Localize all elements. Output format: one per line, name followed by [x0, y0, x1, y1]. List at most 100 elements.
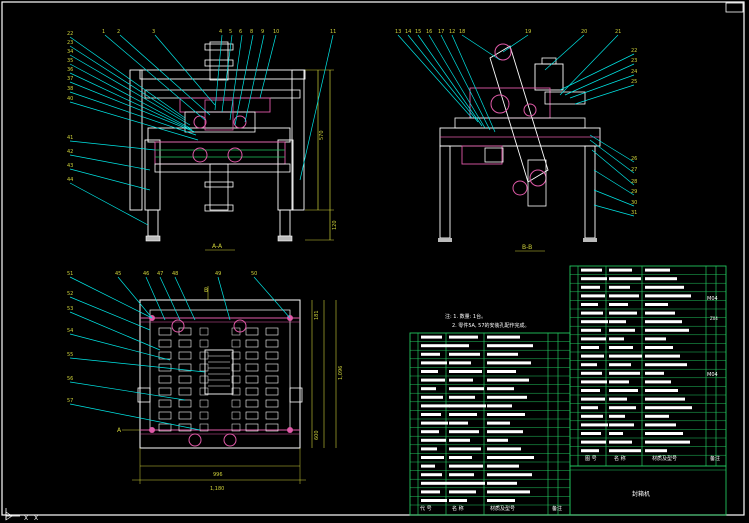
- title-cell: [609, 294, 639, 298]
- front-callout-1: 1: [102, 29, 105, 35]
- title-cell: [581, 268, 602, 272]
- front-callout-left-40: 40: [67, 96, 73, 102]
- parts-cell: [421, 344, 449, 348]
- parts-cell: [449, 430, 479, 434]
- title-cell: [645, 380, 671, 384]
- front-callout-left-42: 42: [67, 149, 73, 155]
- roller-small: [231, 423, 241, 432]
- roller-small: [231, 363, 241, 372]
- title-cell: [645, 397, 685, 401]
- roller-small: [199, 363, 209, 372]
- plan-callout-50: 50: [251, 271, 257, 277]
- roller: [265, 411, 279, 420]
- title-header-note: 备注: [710, 455, 720, 462]
- front-callout-8: 8: [250, 29, 253, 35]
- roller: [178, 411, 192, 420]
- roller: [158, 399, 172, 408]
- title-cell: [609, 328, 635, 332]
- parts-cell: [449, 395, 475, 399]
- title-cell: [645, 389, 678, 392]
- title-cell: [609, 346, 633, 349]
- title-cell: [645, 320, 682, 324]
- parts-cell: [421, 447, 437, 451]
- plan-callout-left-52: 52: [67, 291, 73, 297]
- roller-small: [199, 399, 209, 408]
- title-cell: [645, 268, 670, 272]
- roller: [245, 351, 259, 360]
- parts-cell: [487, 395, 527, 399]
- roller: [158, 339, 172, 348]
- plan-callout-left-53: 53: [67, 306, 73, 312]
- roller-small: [199, 339, 209, 348]
- side-callout-right-30: 30: [631, 200, 637, 206]
- parts-header-note: 备注: [552, 505, 562, 512]
- roller: [158, 423, 172, 432]
- title-cell: [581, 397, 605, 401]
- parts-cell: [449, 352, 480, 356]
- front-view: 570 120 A-A: [129, 41, 338, 251]
- roller: [265, 363, 279, 372]
- title-cell: [609, 354, 642, 358]
- parts-cell: [421, 395, 443, 399]
- title-cell: [581, 371, 602, 375]
- plan-view: 996 1,180 181 1,096 600 A B: [117, 286, 344, 492]
- parts-cell: [487, 438, 508, 442]
- front-callout-5: 5: [229, 29, 232, 35]
- roller: [158, 411, 172, 420]
- front-callout-left-41: 41: [67, 135, 73, 141]
- parts-cell: [449, 413, 477, 416]
- corner-box: [725, 2, 744, 13]
- roller-small: [231, 375, 241, 384]
- parts-cell: [487, 499, 515, 502]
- title-cell: [609, 268, 632, 272]
- sheet-border: [1, 1, 745, 516]
- parts-cell: [421, 361, 447, 365]
- parts-cell: [421, 352, 440, 356]
- parts-cell: [449, 370, 482, 373]
- roller: [245, 423, 259, 432]
- parts-cell: [487, 352, 518, 356]
- parts-cell: [487, 421, 510, 425]
- parts-cell: [487, 335, 520, 339]
- front-view-caption: A-A: [212, 243, 223, 250]
- side-callout-right-26: 26: [631, 156, 637, 162]
- roller: [178, 363, 192, 372]
- note-line-1: 注: 1. 数量: 1台。: [445, 313, 486, 320]
- parts-cell: [487, 361, 531, 365]
- code-1: M04: [707, 296, 718, 302]
- roller: [265, 351, 279, 360]
- side-callout-right-29: 29: [631, 189, 637, 195]
- machine-name: 封箱机: [632, 490, 650, 498]
- title-header-material: 材质及型号: [652, 455, 677, 462]
- title-cell: [581, 285, 600, 289]
- title-header-name: 名 称: [614, 455, 626, 462]
- plan-dim-181: 181: [314, 310, 320, 320]
- side-callout-20: 20: [581, 29, 587, 35]
- roller-small: [199, 387, 209, 396]
- roller: [245, 339, 259, 348]
- front-callout-left-43: 43: [67, 163, 73, 169]
- side-callout-19: 19: [525, 29, 531, 35]
- title-cell: [609, 303, 628, 306]
- parts-cell: [487, 473, 532, 477]
- parts-cell: [449, 387, 484, 391]
- parts-cell: [449, 447, 481, 451]
- parts-cell: [449, 335, 478, 339]
- side-callout-right-28: 28: [631, 179, 637, 185]
- plan-callout-45: 45: [115, 271, 121, 277]
- plan-callout-49: 49: [215, 271, 221, 277]
- side-view-caption: B-B: [522, 244, 532, 251]
- title-cell: [609, 320, 626, 324]
- code-3: M04: [707, 372, 718, 378]
- svg-text:X: X: [24, 515, 28, 522]
- front-callout-left-36: 36: [67, 67, 73, 73]
- parts-cell: [449, 361, 471, 365]
- parts-cell: [449, 490, 476, 494]
- roller-small: [231, 339, 241, 348]
- plan-dim-1096: 1,096: [338, 366, 344, 380]
- title-cell: [645, 328, 689, 332]
- front-callout-11: 11: [330, 29, 336, 35]
- front-callout-left-44: 44: [67, 177, 73, 183]
- title-cell: [609, 285, 630, 289]
- plan-dim-996: 996: [213, 472, 223, 478]
